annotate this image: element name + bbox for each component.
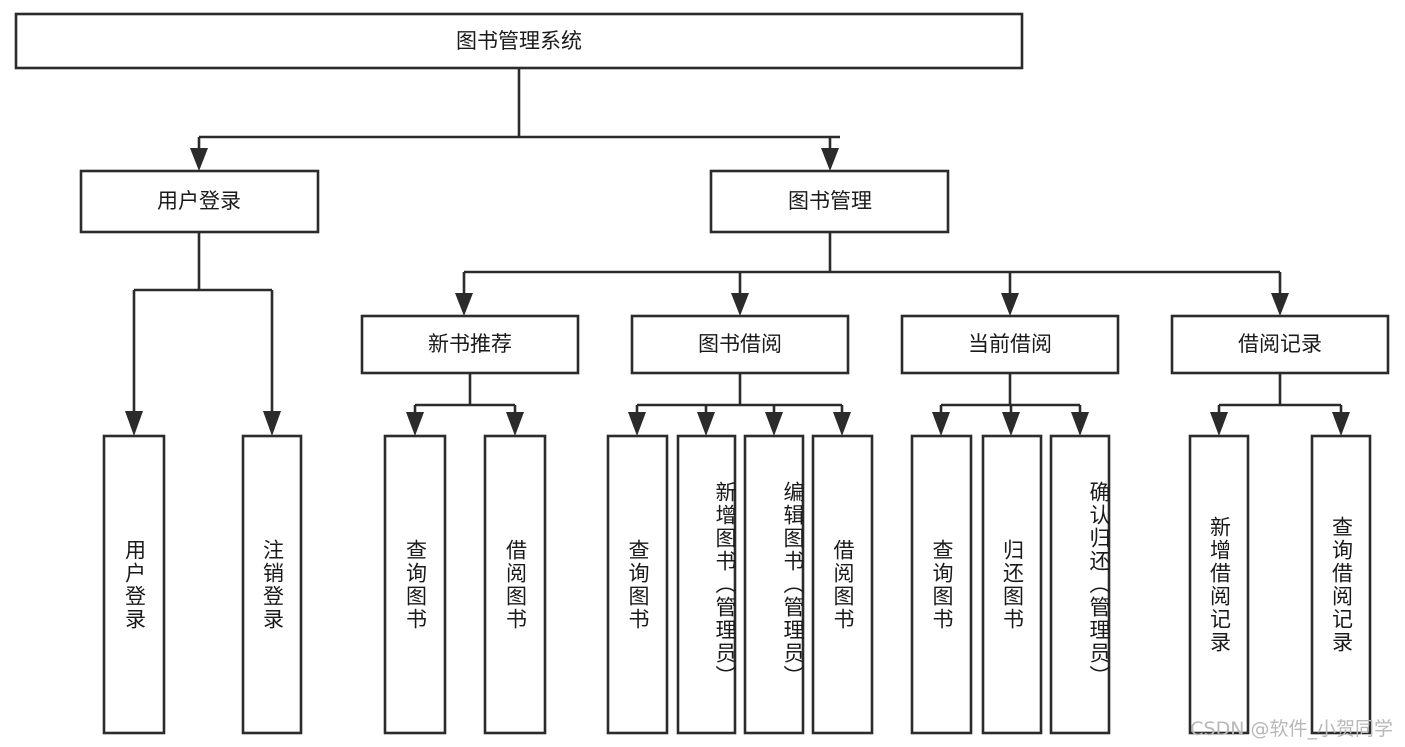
node-borrow-record-label: 借阅记录 — [1238, 332, 1322, 356]
node-book-management-box[interactable] — [709, 169, 950, 234]
node-new-book-recommend-box[interactable] — [360, 314, 580, 375]
leaf-boxes — [102, 434, 1372, 735]
node-leaf-borrow-book-rec-box[interactable] — [483, 434, 547, 735]
node-borrow-record-box[interactable] — [1170, 314, 1390, 375]
connector-user-login-to-leaves — [125, 232, 281, 436]
node-current-borrow-label: 当前借阅 — [968, 332, 1052, 356]
connector-borrow-record-to-leaves — [1210, 373, 1350, 436]
node-leaf-edit-book-admin-box[interactable] — [743, 434, 805, 735]
arrow-bb-leaf3-icon — [765, 412, 783, 436]
node-leaf-user-login-box[interactable] — [102, 434, 166, 735]
connector-book-management-to-level3 — [455, 232, 1289, 316]
node-leaf-add-borrow-record-box[interactable] — [1188, 434, 1250, 735]
node-user-login[interactable]: 用户登录 — [79, 169, 320, 234]
arrow-bm-to-current-borrow-icon — [1001, 293, 1019, 316]
node-user-login-label: 用户登录 — [157, 189, 241, 213]
arrow-root-to-user-login-icon — [190, 148, 208, 171]
node-new-book-recommend[interactable]: 新书推荐 — [360, 314, 580, 375]
arrow-user-login-leaf1-icon — [125, 411, 143, 436]
arrow-cb-leaf1-icon — [932, 412, 950, 436]
node-leaf-query-borrow-record-box[interactable] — [1310, 434, 1372, 735]
arrow-br-leaf1-icon — [1210, 412, 1228, 436]
arrow-bm-to-borrow-record-icon — [1271, 293, 1289, 316]
node-leaf-query-book-borrow-box[interactable] — [606, 434, 669, 735]
arrow-bb-leaf2-icon — [697, 412, 715, 436]
arrow-bm-to-book-borrow-icon — [731, 293, 749, 316]
arrow-bb-leaf1-icon — [628, 412, 646, 436]
node-leaf-borrow-book-box[interactable] — [811, 434, 874, 735]
node-root-box[interactable] — [14, 12, 1024, 70]
node-leaf-query-book-current-box[interactable] — [910, 434, 973, 735]
node-leaf-logout-box[interactable] — [241, 434, 303, 735]
node-book-borrow-box[interactable] — [630, 314, 850, 375]
arrow-root-to-book-management-icon — [821, 148, 839, 171]
arrow-cb-leaf3-icon — [1071, 412, 1089, 436]
arrow-cb-leaf2-icon — [1002, 412, 1020, 436]
node-root[interactable]: 图书管理系统 — [14, 12, 1024, 70]
arrow-user-login-leaf2-icon — [263, 411, 281, 436]
node-leaf-return-book-box[interactable] — [981, 434, 1043, 735]
csdn-watermark: CSDN @软件_小贺同学 — [1190, 718, 1393, 740]
node-book-borrow-label: 图书借阅 — [698, 332, 782, 356]
node-new-book-recommend-label: 新书推荐 — [428, 332, 512, 356]
connector-current-borrow-to-leaves — [932, 373, 1089, 436]
node-book-management-label: 图书管理 — [788, 189, 872, 213]
arrow-bm-to-new-book-recommend-icon — [455, 293, 473, 316]
arrow-br-leaf2-icon — [1332, 412, 1350, 436]
connector-new-book-recommend-to-leaves — [406, 373, 524, 436]
node-user-login-box[interactable] — [79, 169, 320, 234]
node-borrow-record[interactable]: 借阅记录 — [1170, 314, 1390, 375]
node-leaf-add-book-admin-box[interactable] — [676, 434, 737, 735]
arrow-bb-leaf4-icon — [833, 412, 851, 436]
node-book-management[interactable]: 图书管理 — [709, 169, 950, 234]
arrow-nbr-leaf2-icon — [506, 412, 524, 436]
node-current-borrow-box[interactable] — [900, 314, 1120, 375]
node-leaf-confirm-return-admin-box[interactable] — [1049, 434, 1111, 735]
connector-root-to-level2 — [190, 68, 840, 171]
node-leaf-query-book-rec-box[interactable] — [383, 434, 447, 735]
node-root-label: 图书管理系统 — [456, 29, 582, 53]
arrow-nbr-leaf1-icon — [406, 412, 424, 436]
node-book-borrow[interactable]: 图书借阅 — [630, 314, 850, 375]
node-current-borrow[interactable]: 当前借阅 — [900, 314, 1120, 375]
connector-book-borrow-to-leaves — [628, 373, 851, 436]
